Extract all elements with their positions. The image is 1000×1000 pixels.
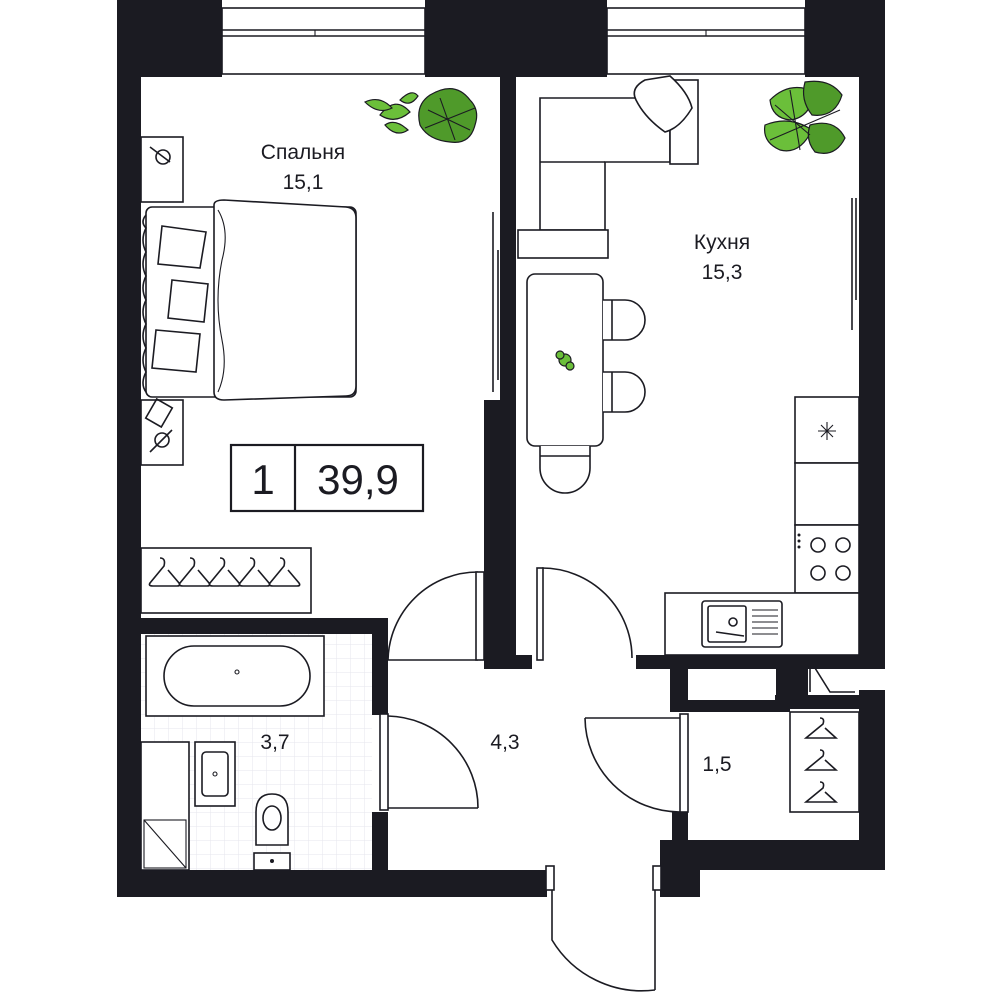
nightstand-top — [140, 136, 184, 203]
window-icon — [606, 7, 806, 75]
wardrobe-hangers-icon — [140, 547, 312, 614]
washer-cabinet — [140, 741, 190, 871]
kitchen-area: 15,3 — [702, 261, 743, 284]
plant-icon — [363, 88, 478, 143]
dining-table-icon — [526, 273, 646, 494]
rooms-count: 1 — [251, 456, 274, 503]
kitchen-label: Кухня — [694, 231, 750, 254]
sink-icon — [194, 741, 236, 807]
window-icon — [221, 7, 426, 75]
wardrobe-area: 1,5 — [702, 753, 731, 776]
fridge-icon — [794, 396, 860, 464]
walls — [117, 0, 885, 897]
stove-icon — [794, 524, 860, 594]
bathroom-area: 3,7 — [260, 731, 289, 754]
bed-icon — [142, 199, 357, 401]
bedroom-label: Спальня — [261, 141, 345, 164]
door-icon — [387, 571, 485, 661]
door-icon — [536, 567, 633, 661]
total-area: 39,9 — [317, 456, 399, 503]
plant-icon — [763, 80, 846, 154]
wardrobe-hangers-icon — [789, 711, 860, 813]
bedroom-area: 15,1 — [283, 171, 324, 194]
door-icon — [545, 865, 662, 992]
hallway-area: 4,3 — [490, 731, 519, 754]
kitchen-sink-icon — [664, 592, 860, 656]
door-icon — [379, 713, 479, 811]
apartment-summary-badge: 1 39,9 — [229, 443, 425, 513]
toilet-icon — [253, 793, 291, 871]
sofa-icon — [517, 75, 699, 259]
nightstand-bottom — [140, 397, 184, 466]
bathtub-icon — [145, 635, 325, 717]
door-icon — [584, 713, 689, 813]
